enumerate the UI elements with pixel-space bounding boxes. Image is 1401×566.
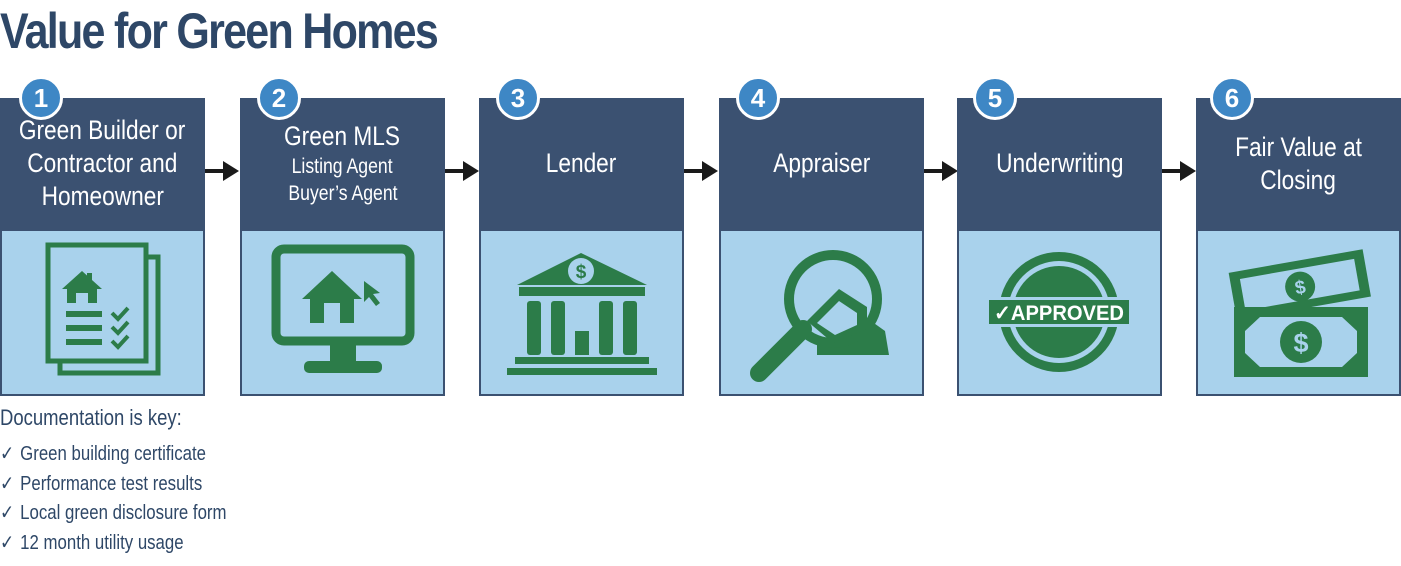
step-2-card: Green MLS Listing Agent Buyer’s Agent	[240, 98, 445, 396]
step-6-header: Fair Value at Closing	[1196, 98, 1401, 229]
step-5-icon-panel: ✓APPROVED	[957, 229, 1162, 396]
documentation-item: Green building certificate	[20, 443, 206, 465]
step-6-number-badge: 6	[1210, 76, 1254, 120]
list-item: ✓Performance test results	[0, 470, 227, 500]
step-6-card: Fair Value at Closing $ $	[1196, 98, 1401, 396]
step-2-subtitle: Buyer’s Agent	[287, 182, 398, 205]
checkmark-icon: ✓	[0, 443, 15, 465]
step-3-title: Lender	[546, 148, 617, 178]
step-4-number-badge: 4	[736, 76, 780, 120]
checkmark-icon: ✓	[0, 502, 15, 524]
step-1-title-line: Homeowner	[41, 181, 164, 211]
checkmark-icon: ✓	[0, 472, 15, 495]
document-house-checklist-icon	[45, 242, 161, 376]
step-1-card: Green Builder or Contractor and Homeowne…	[0, 98, 205, 396]
step-1-title-line: Green Builder or	[19, 115, 186, 145]
step-2-icon-panel	[240, 229, 445, 396]
step-1-icon-panel	[0, 229, 205, 396]
svg-text:$: $	[576, 262, 587, 283]
flow-arrow-icon	[924, 161, 958, 181]
step-2-subtitle: Listing Agent	[291, 155, 394, 178]
step-3-icon-panel: $	[479, 229, 684, 396]
step-2-header: Green MLS Listing Agent Buyer’s Agent	[240, 98, 445, 229]
approved-stamp-icon: ✓APPROVED	[985, 252, 1133, 372]
money-bills-icon: $ $	[1228, 249, 1371, 377]
step-2-number-badge: 2	[257, 76, 301, 120]
approved-stamp-text: ✓APPROVED	[994, 302, 1124, 325]
list-item: ✓12 month utility usage	[0, 529, 227, 559]
monitor-house-cursor-icon	[271, 244, 415, 373]
step-5-header: Underwriting	[957, 98, 1162, 229]
documentation-item: 12 month utility usage	[20, 531, 184, 554]
flow-arrow-icon	[684, 161, 718, 181]
step-3-number-badge: 3	[496, 76, 540, 120]
flow-arrow-icon	[1162, 161, 1196, 181]
documentation-heading: Documentation is key:	[0, 405, 182, 430]
documentation-list: ✓Green building certificate ✓Performance…	[0, 440, 270, 558]
bank-icon: $	[507, 253, 657, 375]
list-item: ✓Local green disclosure form	[0, 499, 227, 529]
step-3-header: Lender	[479, 98, 684, 229]
svg-text:$: $	[1293, 277, 1307, 300]
magnifier-house-icon	[750, 250, 889, 382]
step-1-header: Green Builder or Contractor and Homeowne…	[0, 98, 205, 229]
step-5-card: Underwriting ✓APPROVED	[957, 98, 1162, 396]
step-4-card: Appraiser	[719, 98, 924, 396]
step-1-title-line: Contractor and	[27, 148, 178, 178]
step-6-icon-panel: $ $	[1196, 229, 1401, 396]
documentation-item: Local green disclosure form	[20, 502, 227, 524]
step-2-title: Green MLS	[284, 121, 401, 151]
step-1-number-badge: 1	[19, 76, 63, 120]
step-4-title: Appraiser	[772, 148, 871, 178]
checkmark-icon: ✓	[0, 531, 15, 554]
step-6-title-line: Fair Value at	[1235, 131, 1362, 162]
step-3-card: Lender $	[479, 98, 684, 396]
svg-text:$: $	[1293, 328, 1308, 358]
step-4-icon-panel	[719, 229, 924, 396]
page-title: Value for Green Homes	[0, 3, 439, 59]
list-item: ✓Green building certificate	[0, 440, 227, 470]
flow-arrow-icon	[205, 161, 239, 181]
step-4-header: Appraiser	[719, 98, 924, 229]
step-6-title-line: Closing	[1260, 164, 1337, 195]
flow-arrow-icon	[445, 161, 479, 181]
step-5-number-badge: 5	[973, 76, 1017, 120]
step-5-title: Underwriting	[995, 148, 1124, 178]
documentation-item: Performance test results	[20, 472, 203, 495]
